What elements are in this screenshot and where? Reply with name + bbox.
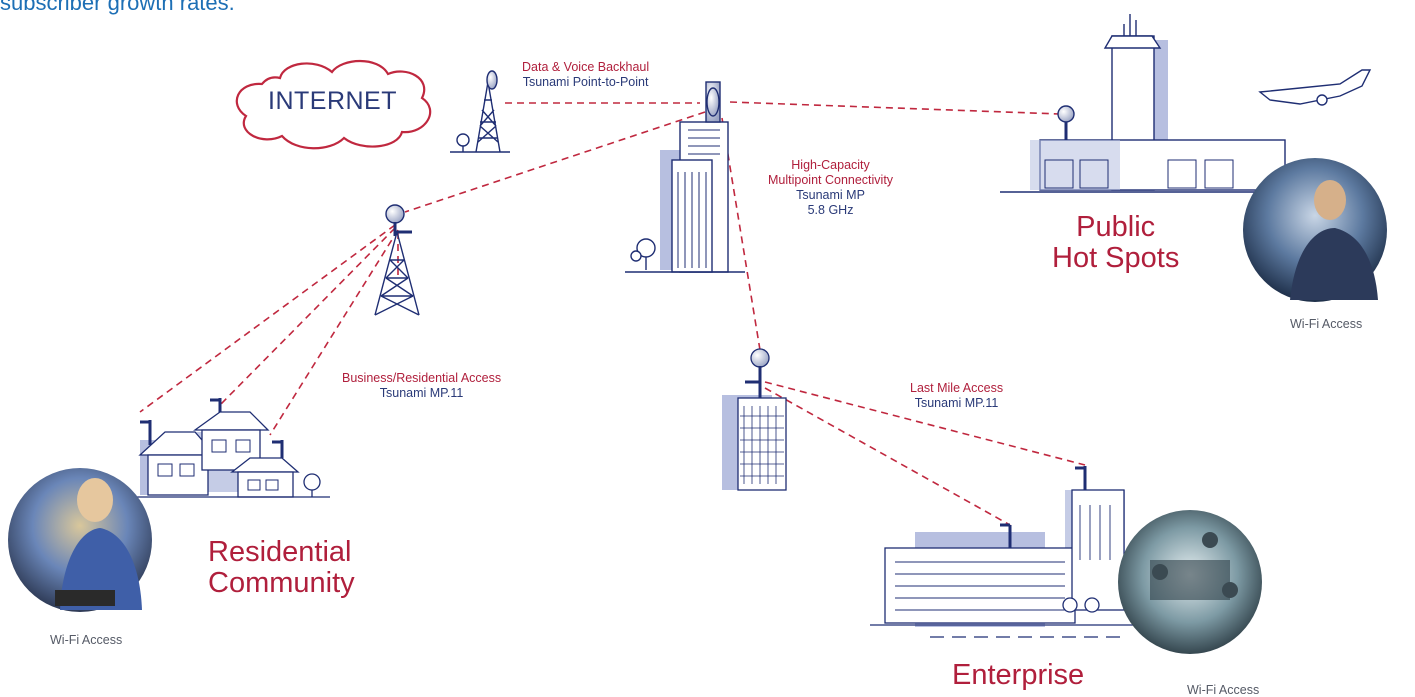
last-mile-product: Tsunami MP.11 — [914, 396, 999, 410]
enterprise-buildings — [870, 466, 1140, 638]
photo-enterprise-team — [1118, 510, 1262, 654]
backhaul-product: Tsunami Point-to-Point — [522, 75, 649, 89]
hotspots-site-label: Public Hot Spots — [1052, 212, 1179, 274]
airport — [1000, 14, 1372, 193]
hotspots-access: Wi-Fi Access — [1290, 317, 1363, 331]
multipoint-title-2: Multipoint Connectivity — [768, 173, 894, 187]
residential-link-product: Tsunami MP.11 — [379, 386, 464, 400]
link-tower-to-house-2 — [219, 227, 396, 406]
backhaul-title: Data & Voice Backhaul — [522, 60, 650, 74]
link-hub-to-tower — [404, 111, 706, 213]
residential-site-label: Residential Community — [208, 537, 355, 599]
hotspots-line-2: Hot Spots — [1052, 242, 1180, 274]
photo-residential-user — [8, 468, 152, 612]
link-tower-to-house-1 — [139, 224, 396, 413]
internet-cloud — [235, 60, 432, 150]
link-hub-to-hotspot — [729, 101, 1061, 115]
residential-line-1: Residential — [208, 536, 352, 568]
residential-access: Wi-Fi Access — [50, 633, 123, 647]
backhaul-label: Data & Voice Backhaul Tsunami Point-to-P… — [522, 60, 649, 90]
link-lines — [139, 101, 1086, 526]
backhaul-tower — [450, 70, 510, 153]
hotspots-line-1: Public — [1076, 211, 1156, 243]
enterprise-access: Wi-Fi Access — [1187, 683, 1260, 697]
link-tower-to-house-3 — [269, 229, 399, 436]
internet-label: INTERNET — [268, 87, 397, 115]
enterprise-site-label: Enterprise — [952, 659, 1085, 691]
last-mile-building — [722, 348, 787, 491]
residential-houses — [130, 398, 330, 498]
multipoint-title-1: High-Capacity — [791, 158, 870, 172]
last-mile-title: Last Mile Access — [910, 381, 1004, 395]
residential-tower — [374, 204, 420, 316]
multipoint-label: High-Capacity Multipoint Connectivity Ts… — [768, 158, 893, 218]
photo-hotspot-user — [1243, 158, 1387, 302]
multipoint-product: Tsunami MP — [796, 188, 865, 202]
multipoint-frequency: 5.8 GHz — [807, 203, 854, 217]
link-last-mile-2 — [764, 387, 1011, 526]
residential-link-title: Business/Residential Access — [342, 371, 502, 385]
hub-building — [625, 81, 745, 273]
residential-link-label: Business/Residential Access Tsunami MP.1… — [342, 371, 501, 401]
last-mile-label: Last Mile Access Tsunami MP.11 — [910, 381, 1003, 411]
intro-text: subscriber growth rates. — [0, 0, 235, 15]
residential-line-2: Community — [208, 567, 355, 599]
